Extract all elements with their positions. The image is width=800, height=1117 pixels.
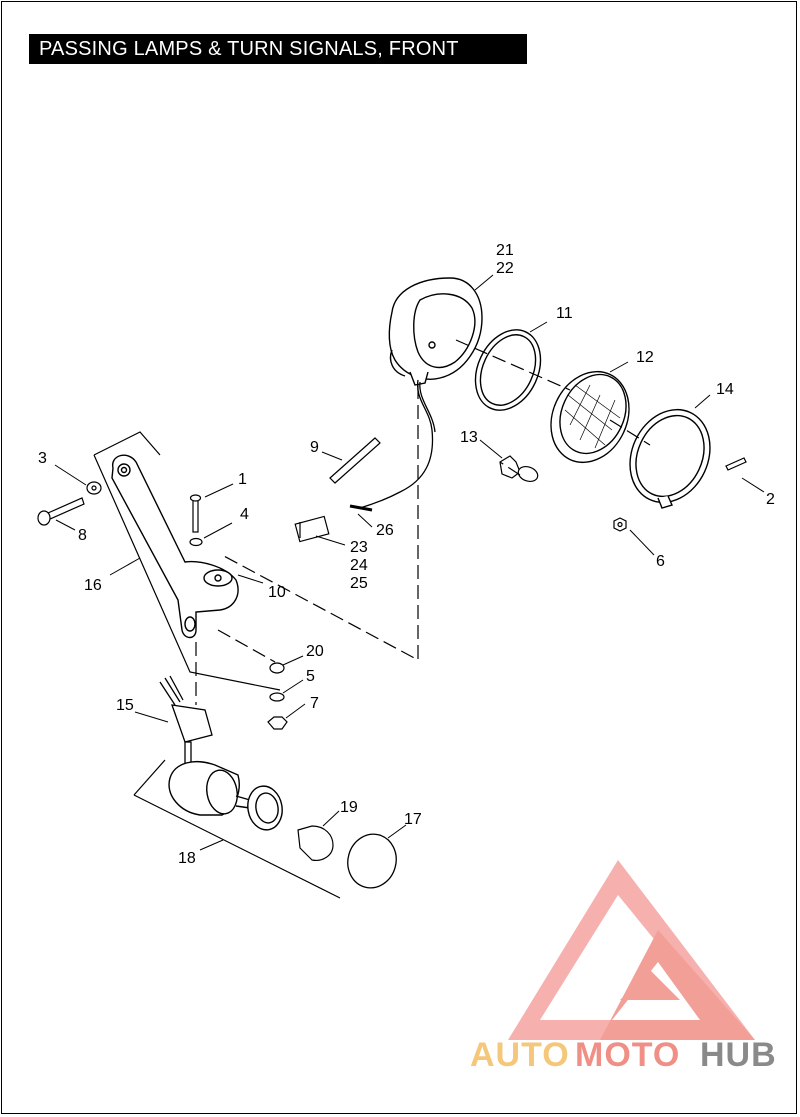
callout-19: 19 xyxy=(340,799,358,816)
bracket-bolt xyxy=(37,497,85,526)
callout-13: 13 xyxy=(460,429,478,446)
turn-signal-lens xyxy=(347,833,397,889)
callout-26: 26 xyxy=(376,522,394,539)
callout-6: 6 xyxy=(656,553,665,570)
turn-signal-housing xyxy=(168,761,283,831)
small-washer xyxy=(189,537,203,547)
callout-2: 2 xyxy=(766,491,775,508)
page-title: PASSING LAMPS & TURN SIGNALS, FRONT xyxy=(29,34,527,64)
callout-16: 16 xyxy=(84,577,102,594)
stack-spacer xyxy=(267,662,288,730)
callout-17: 17 xyxy=(404,811,422,828)
bracket-outline-lines xyxy=(93,431,341,899)
lamp-housing xyxy=(388,277,483,386)
lamp-screw xyxy=(725,457,747,471)
callout-25: 25 xyxy=(350,575,368,592)
turn-signal-bulb xyxy=(297,825,334,861)
callout-21: 21 xyxy=(496,242,514,259)
watermark-text-hub: HUB xyxy=(700,1036,777,1074)
callout-20: 20 xyxy=(306,643,324,660)
watermark-logo xyxy=(508,860,755,1040)
lamp-bulb xyxy=(499,455,539,483)
callout-1: 1 xyxy=(238,471,247,488)
lamp-wiring xyxy=(349,379,436,512)
callout-15: 15 xyxy=(116,697,134,714)
callout-8: 8 xyxy=(78,527,87,544)
lamp-gasket-ring xyxy=(474,329,542,411)
callout-22: 22 xyxy=(496,260,514,277)
callout-12: 12 xyxy=(636,349,654,366)
connector xyxy=(294,515,330,543)
leader-lines xyxy=(54,274,765,851)
assembly-lines xyxy=(195,339,651,705)
callout-24: 24 xyxy=(350,557,368,574)
turn-signal-mount xyxy=(159,675,213,765)
callout-23: 23 xyxy=(350,539,368,556)
bracket-washer xyxy=(86,481,102,495)
watermark-text-moto: MOTO xyxy=(575,1036,680,1074)
callout-5: 5 xyxy=(306,668,315,685)
mounting-bracket xyxy=(111,454,239,639)
callout-3: 3 xyxy=(38,450,47,467)
cable-strap xyxy=(329,437,381,484)
callout-9: 9 xyxy=(310,439,319,456)
watermark-text-auto: AUTO xyxy=(470,1036,570,1074)
callout-14: 14 xyxy=(716,381,734,398)
vertical-screw xyxy=(189,494,202,533)
callout-18: 18 xyxy=(178,850,196,867)
lamp-trim-ring xyxy=(629,408,711,509)
lamp-lens xyxy=(550,370,630,464)
callout-4: 4 xyxy=(240,506,249,523)
lamp-nut xyxy=(613,517,627,532)
callout-7: 7 xyxy=(310,695,319,712)
callout-10: 10 xyxy=(268,584,286,601)
callout-11: 11 xyxy=(556,305,573,322)
